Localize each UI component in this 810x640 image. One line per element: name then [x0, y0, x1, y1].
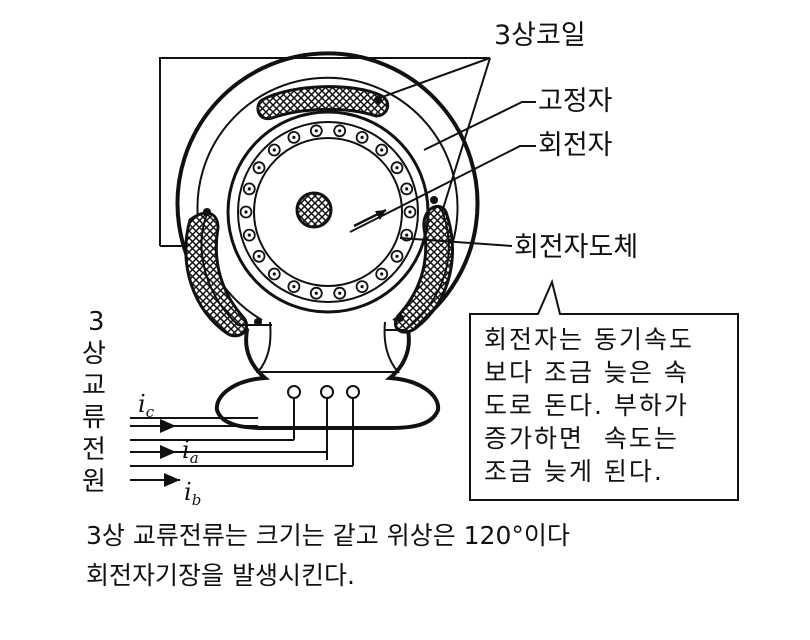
- note-line-1: 회전자는 동기속도: [484, 325, 694, 354]
- rotor-conductor-dot: [272, 272, 276, 276]
- rotor-conductor-dot: [314, 129, 318, 133]
- current-label-a: ia: [182, 436, 199, 467]
- rotor-conductor-dot: [338, 291, 342, 295]
- rotor-conductor-dot: [395, 166, 399, 170]
- terminal-c: [346, 385, 360, 399]
- rotor-conductor-dot: [408, 210, 412, 214]
- rotor-conductor-dot: [244, 210, 248, 214]
- junction-dot: [203, 208, 211, 216]
- caption: 3상 교류전류는 크기는 같고 위상은 120°이다 회전자기장을 발생시킨다.: [86, 516, 786, 596]
- rotor-conductor-dot: [292, 135, 296, 139]
- winding-wire-left: [200, 211, 272, 326]
- rotor-conductor-dot: [405, 187, 409, 191]
- rotor-inner-ring: [237, 121, 419, 303]
- power-source-label-4: 전: [82, 435, 106, 465]
- current-label-b: ib: [184, 478, 201, 509]
- terminal-a: [287, 385, 301, 399]
- junction-dot: [374, 96, 382, 104]
- label-rotor: 회전자: [538, 130, 613, 161]
- shaft: [295, 191, 333, 229]
- note-line-2: 보다 조금 늦은 속: [484, 358, 689, 387]
- rotor-conductor-dot: [395, 254, 399, 258]
- terminal-b: [320, 385, 334, 399]
- coil-top: [256, 85, 390, 121]
- current-label-c: ic: [138, 390, 155, 421]
- rotor-conductor-dot: [360, 135, 364, 139]
- rotor-conductor-dot: [314, 291, 318, 295]
- rotor-conductor-dot: [247, 187, 251, 191]
- power-source-label-0: 3: [88, 307, 105, 337]
- stator-base-inner: [255, 321, 401, 373]
- coil-leader-2: [441, 57, 491, 213]
- rotor-conductors: [239, 124, 417, 300]
- rotor-conductor-dot: [257, 254, 261, 258]
- power-source-label-5: 원: [82, 467, 106, 497]
- rotor-core-ring: [253, 137, 403, 287]
- note-line-3: 도로 돈다. 부하가: [484, 391, 689, 420]
- rotor-conductor-dot: [380, 148, 384, 152]
- rotor-conductor-dot: [338, 129, 342, 133]
- label-stator: 고정자: [538, 86, 613, 117]
- caption-line-1: 3상 교류전류는 크기는 같고 위상은 120°이다: [86, 521, 570, 550]
- stator-leader: [423, 101, 536, 151]
- junction-dot: [396, 314, 404, 322]
- rotor-outer-ring: [226, 110, 430, 314]
- note-line-4: 증가하면 속도는: [484, 424, 679, 453]
- rotor-conductor-dot: [380, 272, 384, 276]
- rotation-arrowhead: [375, 210, 386, 220]
- rotor-leader: [349, 145, 536, 233]
- winding-wire-right: [385, 205, 450, 331]
- power-source-label-2: 교: [82, 371, 106, 401]
- rotor-conductor-dot: [360, 285, 364, 289]
- junction-dot: [254, 318, 262, 326]
- current-arrow-c: [160, 419, 176, 433]
- coil-leader-1: [373, 57, 491, 101]
- rotor-conductor-dot: [292, 285, 296, 289]
- current-arrow-a: [160, 445, 176, 459]
- power-source-label-3: 류: [82, 403, 106, 433]
- label-rotor-conductor: 회전자도체: [514, 232, 638, 263]
- rotor-conductor-dot: [405, 233, 409, 237]
- rotor-conductor-dot: [272, 148, 276, 152]
- power-source-label-1: 상: [82, 339, 106, 369]
- caption-line-2: 회전자기장을 발생시킨다.: [86, 561, 355, 590]
- junction-dot: [430, 196, 438, 204]
- rotor-conductor-dot: [247, 233, 251, 237]
- label-coil: 3상코일: [494, 20, 586, 51]
- current-arrow-b: [164, 473, 180, 487]
- rotor-conductor-dot: [257, 166, 261, 170]
- note-callout: [469, 278, 739, 501]
- conductor-leader: [399, 237, 513, 247]
- coil-left: [184, 211, 249, 338]
- note-line-5: 조금 늦게 된다.: [484, 457, 664, 486]
- coil-bracket: [159, 57, 490, 246]
